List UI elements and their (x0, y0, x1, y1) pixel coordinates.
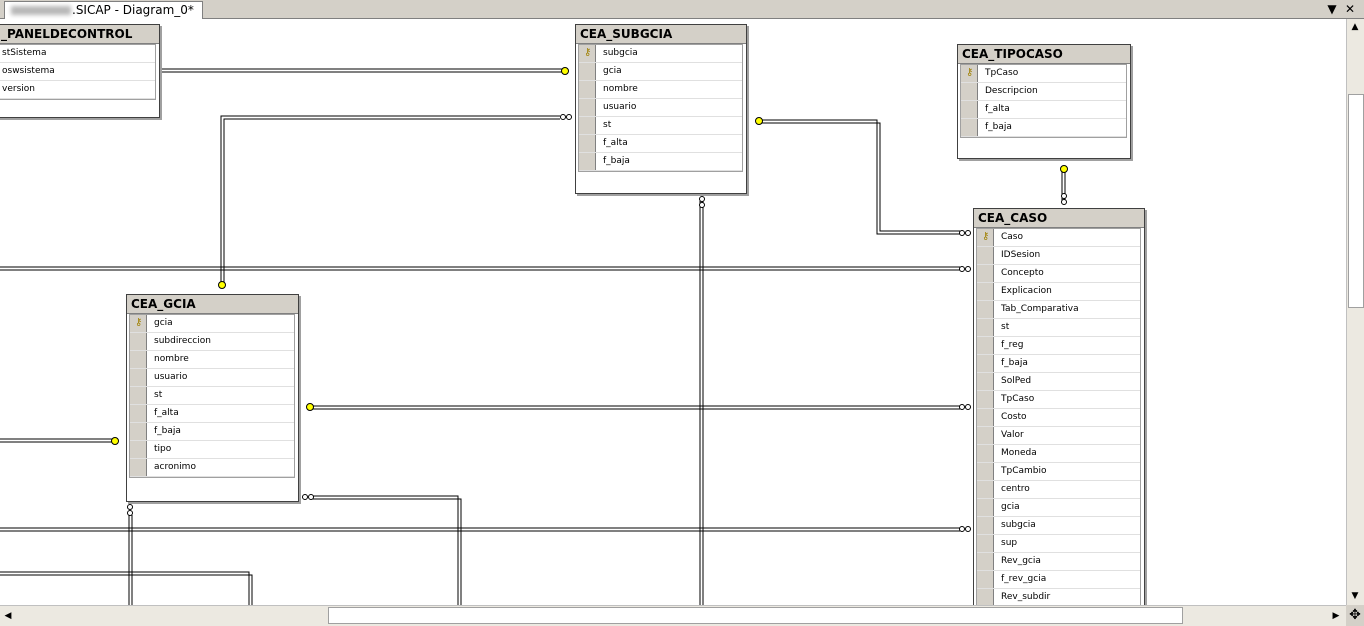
column-row[interactable]: ⚷Caso (977, 229, 1140, 247)
scroll-left-icon[interactable]: ◀ (4, 611, 12, 621)
tab-dropdown-icon[interactable]: ▼ (1327, 2, 1337, 16)
diagram-tab[interactable]: .SICAP - Diagram_0* (4, 1, 203, 19)
table-cea-tipocaso[interactable]: CEA_TIPOCASO ⚷TpCaso Descripcion f_alta … (957, 44, 1131, 159)
column-row[interactable]: ⚷TpCaso (961, 65, 1126, 83)
table-title: CEA_TIPOCASO (958, 45, 1130, 64)
column-row[interactable]: IDSesion (977, 247, 1140, 265)
diagram-canvas[interactable]: _PANELDECONTROL stSistema oswsistema ver… (0, 19, 1346, 605)
column-row[interactable]: ⚷subgcia (579, 45, 742, 63)
column-row[interactable]: gcia (579, 63, 742, 81)
column-row[interactable]: f_alta (130, 405, 294, 423)
column-row[interactable]: f_baja (579, 153, 742, 171)
column-row[interactable]: gcia (977, 499, 1140, 517)
column-row[interactable]: f_rev_gcia (977, 571, 1140, 589)
scroll-up-icon[interactable]: ▲ (1351, 22, 1359, 32)
column-row[interactable]: usuario (130, 369, 294, 387)
column-row[interactable]: Explicacion (977, 283, 1140, 301)
column-list: ⚷Caso IDSesion Concepto Explicacion Tab_… (976, 228, 1141, 605)
vertical-scrollbar[interactable]: ▲ ▼ (1346, 19, 1364, 605)
column-row[interactable]: Costo (977, 409, 1140, 427)
column-row[interactable]: Rev_gcia (977, 553, 1140, 571)
column-row[interactable]: SolPed (977, 373, 1140, 391)
vertical-scroll-thumb[interactable] (1348, 94, 1364, 308)
column-row[interactable]: nombre (130, 351, 294, 369)
column-row[interactable]: st (130, 387, 294, 405)
column-row[interactable]: usuario (579, 99, 742, 117)
column-row[interactable]: acronimo (130, 459, 294, 477)
column-row[interactable]: sup (977, 535, 1140, 553)
relationship-lines (0, 67, 1068, 605)
key-icon: ⚷ (966, 67, 974, 78)
diagram-tab-title: .SICAP - Diagram_0* (72, 3, 194, 17)
table-cea-caso[interactable]: CEA_CASO ⚷Caso IDSesion Concepto Explica… (973, 208, 1145, 605)
key-icon: ⚷ (135, 317, 143, 328)
column-row[interactable]: version (0, 81, 155, 99)
column-row[interactable]: f_alta (579, 135, 742, 153)
column-row[interactable]: subdireccion (130, 333, 294, 351)
table-paneldecontrol[interactable]: _PANELDECONTROL stSistema oswsistema ver… (0, 24, 160, 118)
column-list: ⚷gcia subdireccion nombre usuario st f_a… (129, 314, 295, 478)
table-cea-gcia[interactable]: CEA_GCIA ⚷gcia subdireccion nombre usuar… (126, 294, 299, 502)
close-icon[interactable]: ✕ (1344, 2, 1356, 16)
document-tab-bar: .SICAP - Diagram_0* ▼ ✕ (0, 0, 1364, 19)
column-row[interactable]: Valor (977, 427, 1140, 445)
column-row[interactable]: f_alta (961, 101, 1126, 119)
column-row[interactable]: f_baja (130, 423, 294, 441)
column-row[interactable]: ⚷gcia (130, 315, 294, 333)
horizontal-scroll-thumb[interactable] (328, 607, 1183, 624)
column-row[interactable]: Tab_Comparativa (977, 301, 1140, 319)
column-row[interactable]: TpCambio (977, 463, 1140, 481)
key-icon: ⚷ (584, 47, 592, 58)
move-icon[interactable]: ✥ (1346, 605, 1364, 626)
table-title: CEA_SUBGCIA (576, 25, 746, 44)
column-row[interactable]: centro (977, 481, 1140, 499)
column-row[interactable]: f_reg (977, 337, 1140, 355)
table-title: CEA_CASO (974, 209, 1144, 228)
column-row[interactable]: nombre (579, 81, 742, 99)
table-title: _PANELDECONTROL (0, 25, 159, 44)
column-row[interactable]: f_baja (961, 119, 1126, 137)
column-list: stSistema oswsistema version (0, 44, 156, 100)
column-row[interactable]: Rev_subdir (977, 589, 1140, 605)
column-list: ⚷TpCaso Descripcion f_alta f_baja (960, 64, 1127, 138)
table-title: CEA_GCIA (127, 295, 298, 314)
column-row[interactable]: Descripcion (961, 83, 1126, 101)
blurred-server-name (11, 6, 71, 15)
column-row[interactable]: stSistema (0, 45, 155, 63)
horizontal-scrollbar[interactable]: ◀ ▶ (0, 605, 1346, 626)
column-row[interactable]: Moneda (977, 445, 1140, 463)
table-cea-subgcia[interactable]: CEA_SUBGCIA ⚷subgcia gcia nombre usuario… (575, 24, 747, 194)
column-list: ⚷subgcia gcia nombre usuario st f_alta f… (578, 44, 743, 172)
scroll-right-icon[interactable]: ▶ (1332, 611, 1340, 621)
column-row[interactable]: oswsistema (0, 63, 155, 81)
column-row[interactable]: subgcia (977, 517, 1140, 535)
key-icon: ⚷ (982, 231, 990, 242)
column-row[interactable]: f_baja (977, 355, 1140, 373)
column-row[interactable]: st (977, 319, 1140, 337)
scroll-down-icon[interactable]: ▼ (1351, 591, 1359, 601)
column-row[interactable]: st (579, 117, 742, 135)
column-row[interactable]: tipo (130, 441, 294, 459)
column-row[interactable]: TpCaso (977, 391, 1140, 409)
column-row[interactable]: Concepto (977, 265, 1140, 283)
